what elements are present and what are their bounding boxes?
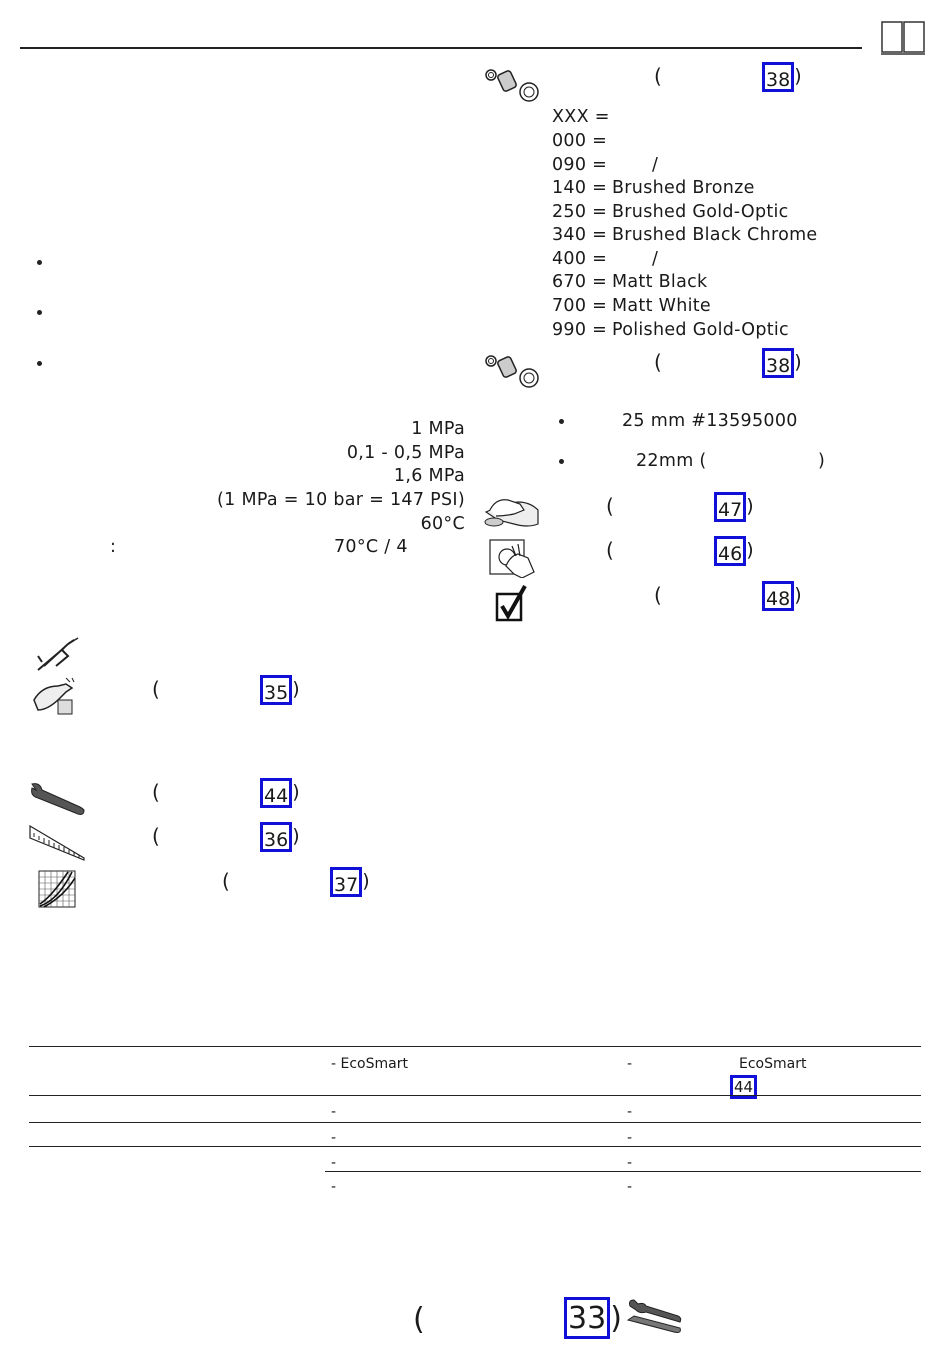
color-code-1: 000 = [552, 131, 608, 151]
color-name-6: / [652, 249, 659, 269]
right-bullet-2-text: 22mm ( [636, 451, 707, 471]
page-ref-38b[interactable]: 38 [762, 347, 795, 378]
paren-47: ( [606, 494, 614, 518]
footer-page-ref-33[interactable]: 33 [564, 1297, 611, 1339]
color-name-3: Brushed Bronze [612, 178, 755, 198]
right-bullet-2 [559, 459, 564, 464]
paren-38b: ( [654, 350, 662, 374]
spec-colon: : [110, 537, 117, 557]
book-icon [881, 21, 925, 55]
flow-diagram-icon [38, 870, 76, 908]
page-ref-37[interactable]: 37 [330, 866, 363, 897]
page-ref-48[interactable]: 48 [762, 580, 795, 611]
right-bullet-1-text: 25 mm #13595000 [622, 411, 798, 431]
right-bullet-2-close: ) [818, 451, 826, 471]
row4-col2: - [331, 1179, 337, 1195]
row2-col3: - [627, 1130, 633, 1146]
paren-35: ( [152, 677, 160, 701]
spec-conversion: (1 MPa = 10 bar = 147 PSI) [217, 490, 465, 510]
color-name-7: Matt Black [612, 272, 708, 292]
color-name-5: Brushed Black Chrome [612, 225, 818, 245]
paren-37: ( [222, 869, 230, 893]
color-code-4: 250 = [552, 202, 608, 222]
color-code-2: 090 = [552, 155, 608, 175]
spec-disinfection: 70°C / 4 [334, 537, 408, 557]
color-code-0: XXX = [552, 107, 610, 127]
flush-pipes-icon [33, 677, 75, 715]
color-code-8: 700 = [552, 296, 608, 316]
color-code-7: 670 = [552, 272, 608, 292]
paren-38a: ( [654, 64, 662, 88]
footer-paren: ( [413, 1302, 425, 1337]
table-rule-3 [29, 1146, 921, 1147]
ruler-icon [29, 824, 85, 861]
page-ref-35[interactable]: 35 [260, 674, 293, 705]
page-ref-47[interactable]: 47 [714, 491, 747, 522]
paren-48: ( [654, 583, 662, 607]
table-ref-44-wrap: 44 [730, 1075, 758, 1099]
handle-set-icon-2 [485, 355, 539, 388]
ref-35-wrap: 35) [260, 674, 300, 705]
row2-col2: - [331, 1130, 337, 1146]
ref-46-wrap: 46) [714, 535, 754, 566]
spec-pressure-test: 1,6 MPa [393, 466, 465, 486]
page-ref-36[interactable]: 36 [260, 821, 293, 852]
hand-tap-icon [489, 539, 535, 578]
spec-pressure-max: 1 MPa [411, 419, 465, 439]
ref-47-wrap: 47) [714, 491, 754, 522]
color-name-8: Matt White [612, 296, 711, 316]
ref-36-wrap: 36) [260, 821, 300, 852]
checkbox-icon [495, 585, 527, 622]
right-bullet-1 [559, 419, 564, 424]
color-name-2: / [652, 155, 659, 175]
table-page-ref-44[interactable]: 44 [730, 1075, 758, 1099]
color-name-9: Polished Gold-Optic [612, 320, 789, 340]
row3-col3: - [627, 1155, 633, 1171]
paren-36: ( [152, 824, 160, 848]
color-code-5: 340 = [552, 225, 608, 245]
row3-col2: - [331, 1155, 337, 1171]
footer-ref-wrap: 33) [564, 1297, 622, 1339]
table-rule-1 [29, 1095, 921, 1096]
row1-col2: - [331, 1104, 337, 1120]
ref-48-wrap: 48) [762, 580, 802, 611]
table-header-col2: - EcoSmart [331, 1056, 408, 1072]
page-ref-38a[interactable]: 38 [762, 61, 795, 92]
table-rule-top [29, 1046, 921, 1047]
table-header-col3: EcoSmart [739, 1056, 807, 1072]
row1-col3: - [627, 1104, 633, 1120]
spec-temp-max: 60°C [420, 514, 465, 534]
paren-46: ( [606, 538, 614, 562]
page-ref-46[interactable]: 46 [714, 535, 747, 566]
page-ref-44[interactable]: 44 [260, 777, 293, 808]
row4-col3: - [627, 1179, 633, 1195]
color-code-3: 140 = [552, 178, 608, 198]
ref-38a-wrap: 38) [762, 61, 802, 92]
ref-37-wrap: 37) [330, 866, 370, 897]
paren-44: ( [152, 780, 160, 804]
bullet-3 [37, 361, 42, 366]
bullet-1 [37, 260, 42, 265]
silicone-gun-icon [37, 637, 79, 671]
table-header-col3-dash: - [627, 1056, 633, 1072]
ref-38b-wrap: 38) [762, 347, 802, 378]
wrench-icon [31, 783, 85, 815]
cleaning-hand-icon [484, 499, 539, 527]
header-rule [20, 47, 862, 49]
tools-icon [626, 1299, 682, 1333]
table-rule-2 [29, 1122, 921, 1123]
table-rule-4 [325, 1171, 921, 1172]
color-code-9: 990 = [552, 320, 608, 340]
color-code-6: 400 = [552, 249, 608, 269]
handle-set-icon-1 [485, 69, 539, 102]
ref-44-wrap: 44) [260, 777, 300, 808]
color-name-4: Brushed Gold-Optic [612, 202, 789, 222]
bullet-2 [37, 310, 42, 315]
spec-pressure-recommended: 0,1 - 0,5 MPa [346, 443, 465, 463]
